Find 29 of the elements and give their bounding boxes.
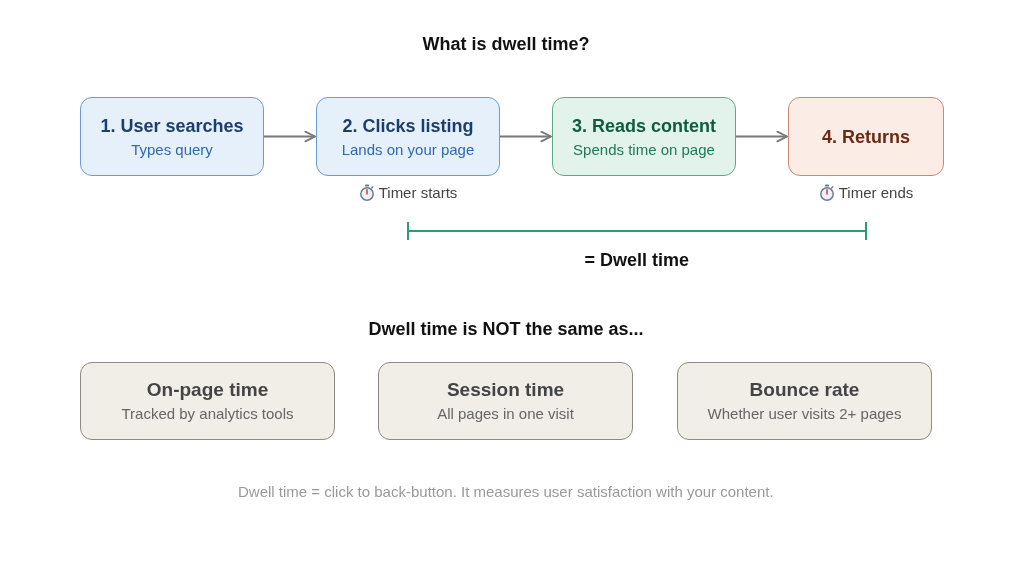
step-box bbox=[316, 97, 500, 176]
term-title: Session time bbox=[446, 378, 565, 402]
arrow bbox=[735, 130, 788, 143]
term-title: Bounce rate bbox=[749, 378, 860, 402]
term-description: All pages in one visit bbox=[437, 404, 574, 424]
step-description: Types query bbox=[131, 139, 213, 160]
term-title: On-page time bbox=[146, 378, 269, 402]
comparison-box bbox=[677, 362, 932, 440]
diagram-title: What is dwell time? bbox=[422, 34, 590, 55]
arrow bbox=[499, 130, 552, 143]
step-box bbox=[788, 97, 944, 176]
term-description: Tracked by analytics tools bbox=[121, 404, 294, 424]
step-description: Lands on your page bbox=[341, 139, 475, 160]
arrow bbox=[263, 130, 316, 143]
timer-note: Timer ends bbox=[838, 184, 914, 201]
step-title: 2. Clicks listing bbox=[342, 114, 474, 138]
dimension-label: = Dwell time bbox=[584, 249, 690, 271]
step-description: Spends time on page bbox=[573, 139, 715, 160]
comparison-box bbox=[80, 362, 335, 440]
step-title: 1. User searches bbox=[100, 114, 244, 138]
step-title: 4. Returns bbox=[822, 125, 910, 149]
term-description: Whether user visits 2+ pages bbox=[707, 404, 902, 424]
timer-note: Timer starts bbox=[378, 184, 458, 201]
comparison-box bbox=[378, 362, 633, 440]
step-box bbox=[552, 97, 736, 176]
step-title: 3. Reads content bbox=[571, 114, 716, 138]
step-box bbox=[80, 97, 264, 176]
section-heading: Dwell time is NOT the same as... bbox=[368, 318, 644, 340]
caption: Dwell time = click to back-button. It measures user satisfaction with your content. bbox=[238, 482, 774, 502]
